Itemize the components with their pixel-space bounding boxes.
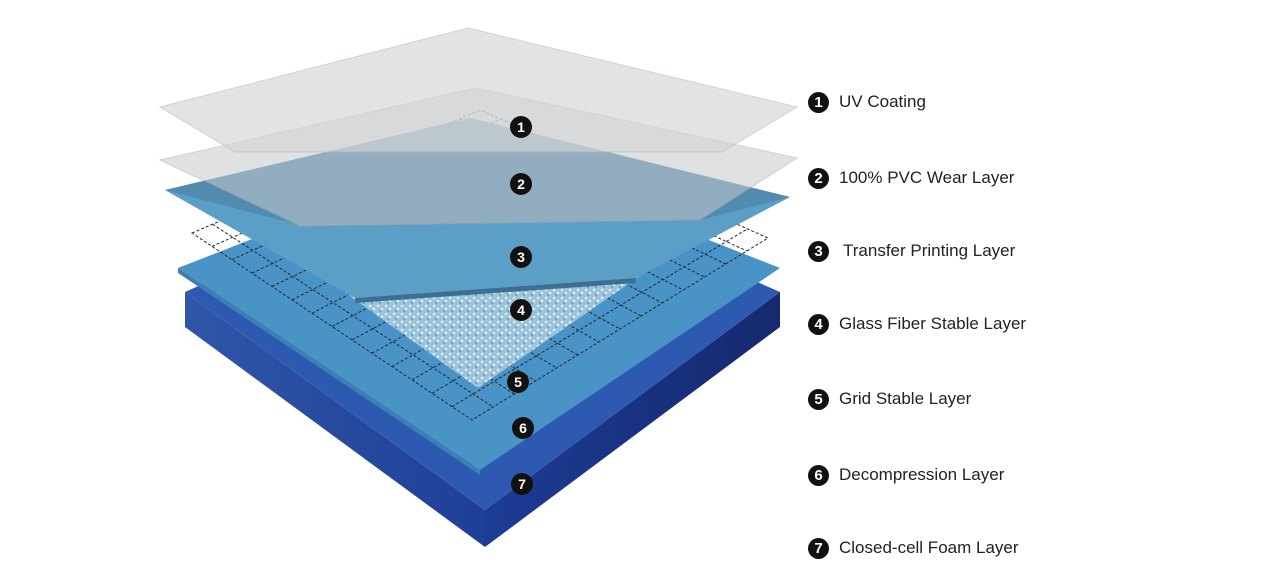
legend-label: 100% PVC Wear Layer: [839, 168, 1015, 187]
diagram-markers: 1 2 3 4 5 6 7: [507, 116, 534, 495]
legend-number: 5: [808, 388, 829, 410]
marker-2: 2: [517, 176, 525, 192]
marker-5: 5: [514, 374, 522, 390]
marker-4: 4: [517, 302, 525, 318]
legend-item: 4 Glass Fiber Stable Layer: [808, 312, 1026, 336]
legend-number: 2: [808, 167, 829, 189]
legend-label: Transfer Printing Layer: [843, 241, 1016, 260]
legend-item: 5 Grid Stable Layer: [808, 387, 971, 411]
legend-item: 2 100% PVC Wear Layer: [808, 166, 1014, 190]
layer-uv-coating: [158, 27, 799, 153]
legend-item: 6 Decompression Layer: [808, 463, 1004, 487]
legend-number: 4: [808, 313, 829, 335]
legend-label: Decompression Layer: [839, 465, 1005, 484]
legend-number: 1: [808, 91, 829, 113]
marker-1: 1: [517, 119, 525, 135]
legend-item: 1 UV Coating: [808, 90, 926, 114]
legend-label: Grid Stable Layer: [839, 389, 972, 408]
legend-item: 3 Transfer Printing Layer: [808, 239, 1015, 263]
grid-line: [212, 223, 494, 408]
legend-number: 6: [808, 464, 829, 486]
legend-label: Closed-cell Foam Layer: [839, 538, 1019, 557]
marker-6: 6: [519, 420, 527, 436]
legend-label: UV Coating: [839, 92, 926, 111]
legend-item: 7 Closed-cell Foam Layer: [808, 536, 1019, 560]
legend-number: 7: [808, 537, 829, 559]
legend-number: 3: [808, 240, 829, 262]
legend-label: Glass Fiber Stable Layer: [839, 314, 1027, 333]
marker-3: 3: [517, 249, 525, 265]
marker-7: 7: [518, 476, 526, 492]
grid-line: [451, 228, 748, 408]
